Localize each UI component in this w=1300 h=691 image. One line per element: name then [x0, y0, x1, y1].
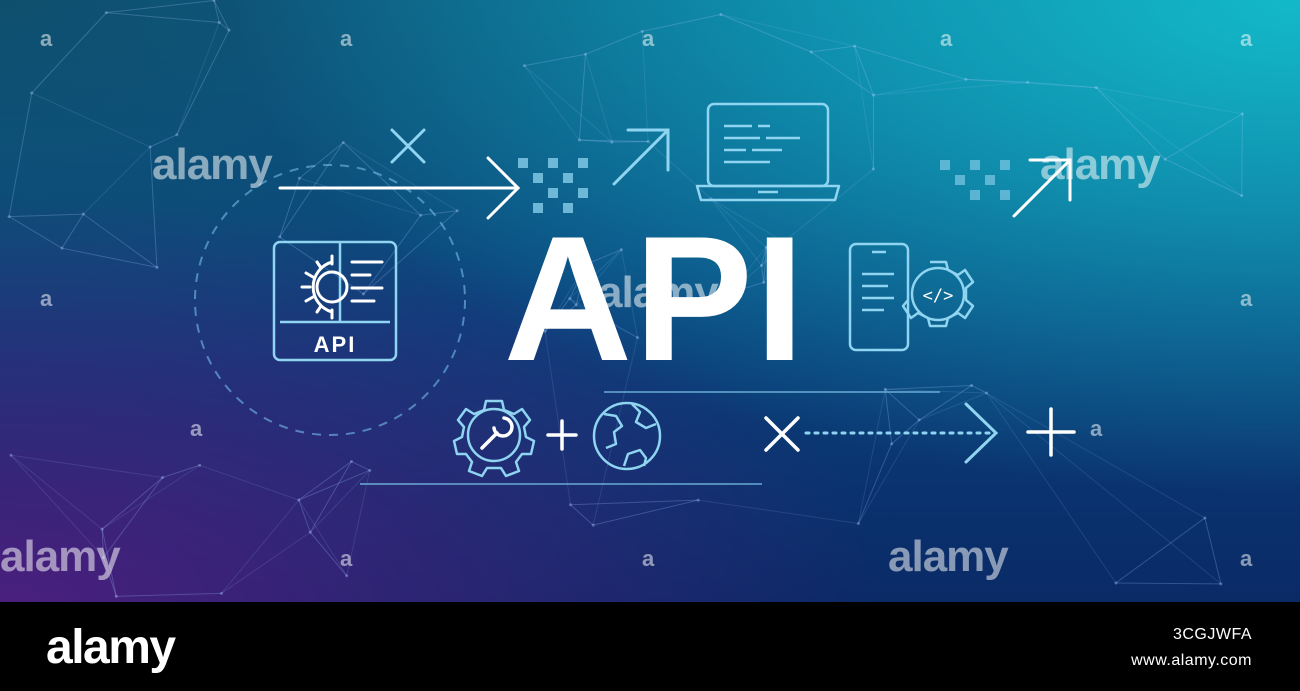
- watermark-mark: a: [1240, 26, 1252, 51]
- arrow-right-icon: [278, 156, 521, 220]
- watermark-text: alamy: [598, 268, 719, 317]
- wrench-icon: [480, 416, 514, 450]
- arrow-diagonal-icon: [612, 128, 670, 186]
- arrow-diagonal-icon: [1012, 158, 1072, 218]
- document-lines-icon: [350, 260, 384, 303]
- mobile-code-gear-icon: [848, 242, 975, 352]
- footer-url: www.alamy.com: [1131, 652, 1252, 669]
- close-cross-icon: [764, 416, 800, 452]
- pixel-dots-icon: [518, 158, 588, 213]
- api-headline: API: [503, 199, 807, 398]
- watermark-mark: a: [940, 26, 952, 51]
- plus-icon: [546, 419, 578, 451]
- globe-icon: [592, 401, 662, 471]
- banner-illustration: API </>: [7, 0, 1244, 598]
- footer-image-id: 3CGJWFA: [1172, 626, 1252, 643]
- laptop-code-icon: [695, 102, 841, 202]
- watermark-mark: a: [642, 546, 654, 571]
- api-badge-label: API: [314, 332, 357, 357]
- watermark-mark: a: [1090, 416, 1102, 441]
- close-cross-icon: [390, 128, 426, 164]
- watermark-text: alamy: [152, 140, 273, 189]
- gear-icon: [300, 254, 349, 320]
- watermark-mark: a: [1240, 286, 1252, 311]
- pixel-dots-icon: [940, 160, 1010, 200]
- watermark-mark: a: [190, 416, 202, 441]
- watermark-mark: a: [1240, 546, 1252, 571]
- watermark-mark: a: [340, 26, 352, 51]
- api-banner: API </>: [0, 0, 1300, 602]
- watermark-mark: a: [40, 286, 52, 311]
- stock-footer-bar: alamy 3CGJWFA www.alamy.com: [0, 602, 1300, 691]
- watermark-text: alamy: [0, 532, 121, 581]
- watermark-text: alamy: [888, 532, 1009, 581]
- watermark-mark: a: [340, 546, 352, 571]
- dashed-circle: [194, 164, 466, 436]
- watermark-mark: a: [642, 26, 654, 51]
- footer-logo: alamy: [46, 621, 176, 674]
- watermark-mark: a: [40, 26, 52, 51]
- plus-icon: [1026, 407, 1076, 457]
- watermark-text: alamy: [1040, 140, 1161, 189]
- dotted-arrow-icon: [804, 402, 999, 464]
- settings-document-icon: [272, 240, 398, 362]
- code-tag-icon: </>: [923, 286, 954, 306]
- wrench-gear-icon: [452, 399, 536, 478]
